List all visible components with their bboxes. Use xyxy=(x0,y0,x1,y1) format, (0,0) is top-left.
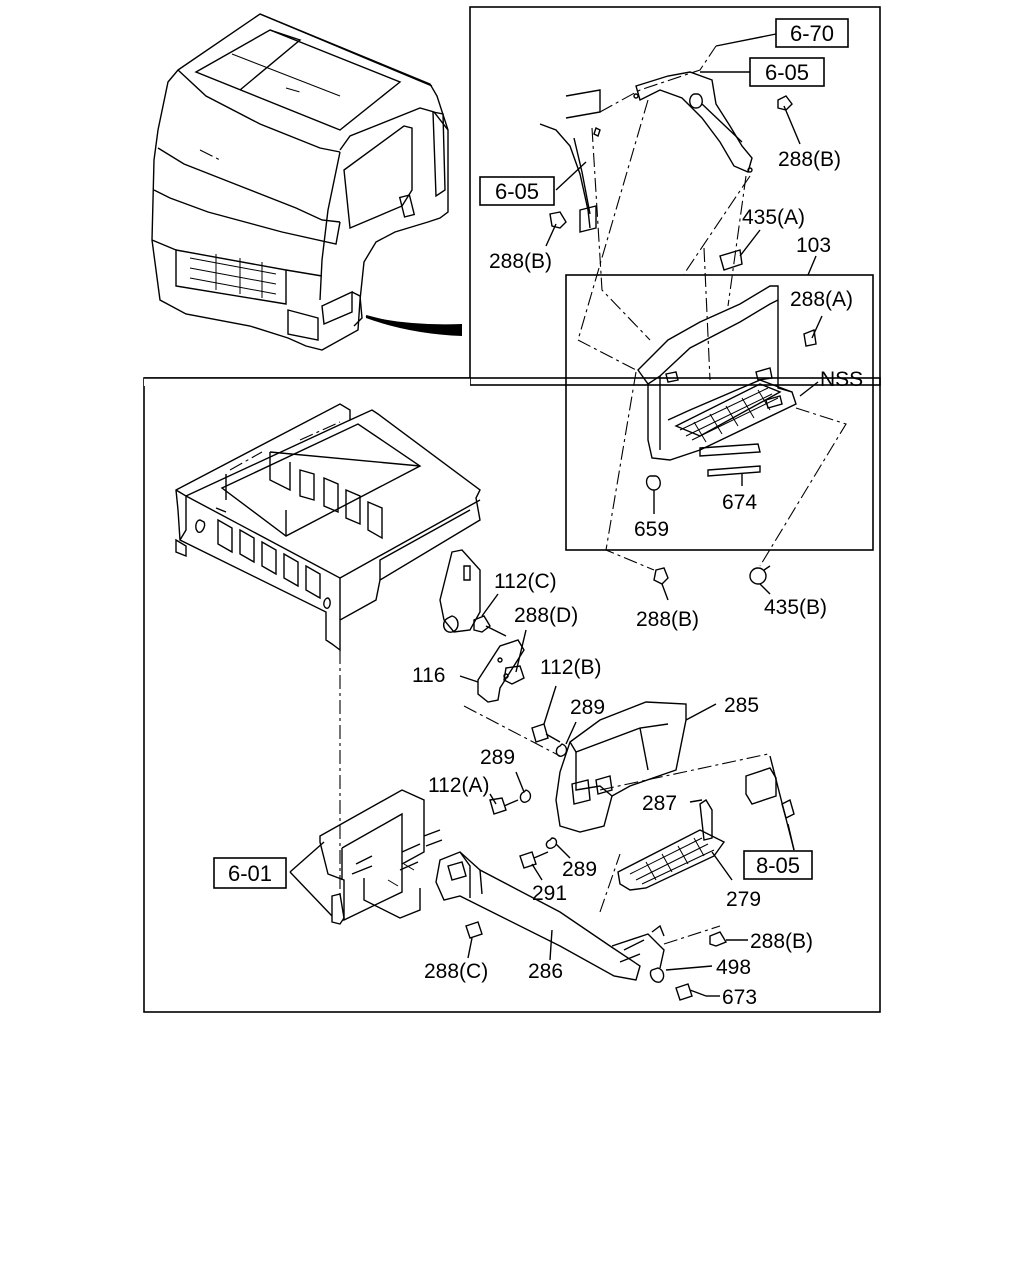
truck-cab-drawing xyxy=(151,13,463,351)
ref-box-6-01[interactable]: 6-01 xyxy=(213,857,287,889)
part-287-label: 287 xyxy=(642,792,677,815)
part-116-label: 116 xyxy=(412,664,445,687)
ref-box-6-70[interactable]: 6-70 xyxy=(775,18,849,48)
part-435a-label: 435(A) xyxy=(742,206,805,229)
part-289-left-label: 289 xyxy=(480,746,515,769)
part-288a-label: 288(A) xyxy=(790,288,853,311)
part-288d-label: 288(D) xyxy=(514,604,578,627)
part-289-upper-label: 289 xyxy=(570,696,605,719)
upper-right-panel-frame xyxy=(469,6,881,386)
main-panel-frame xyxy=(143,377,881,1013)
part-112c-label: 112(C) xyxy=(494,570,557,593)
ref-6-05-upper-label: 6-05 xyxy=(765,60,809,85)
step-assembly-subframe xyxy=(565,274,874,551)
part-285-label: 285 xyxy=(724,694,759,717)
upper-bracket-drawing xyxy=(539,45,793,233)
lower-step-assembly-drawing xyxy=(319,615,795,1001)
part-279-label: 279 xyxy=(726,888,761,911)
ref-6-01-label: 6-01 xyxy=(228,861,272,886)
leader-lines xyxy=(289,33,823,997)
part-659-label: 659 xyxy=(634,518,669,541)
part-112b-label: 112(B) xyxy=(540,656,601,679)
part-288b-lower-label: 288(B) xyxy=(750,930,813,953)
part-288c-label: 288(C) xyxy=(424,960,488,983)
part-291-label: 291 xyxy=(532,882,567,905)
ref-box-8-05[interactable]: 8-05 xyxy=(743,850,813,880)
ref-box-6-05-lower[interactable]: 6-05 xyxy=(479,176,555,206)
part-112a-label: 112(A) xyxy=(428,774,489,797)
part-labels: 6-70 6-05 288(B) 6-05 288(B) 435(A) 103 … xyxy=(213,18,863,1009)
part-103-label: 103 xyxy=(796,234,831,257)
part-674-label: 674 xyxy=(722,491,757,514)
ref-8-05-label: 8-05 xyxy=(756,853,800,878)
chassis-frame-drawing xyxy=(175,403,481,652)
part-nss-label: NSS xyxy=(820,368,863,391)
part-498-label: 498 xyxy=(716,956,751,979)
part-673-label: 673 xyxy=(722,986,757,1009)
panel-frames xyxy=(143,6,881,1013)
ref-6-70-label: 6-70 xyxy=(790,21,834,46)
part-288b-left-label: 288(B) xyxy=(489,250,552,273)
part-286-label: 286 xyxy=(528,960,563,983)
part-435b-label: 435(B) xyxy=(764,596,827,619)
part-288b-mid-label: 288(B) xyxy=(636,608,699,631)
step-assembly-103-drawing xyxy=(577,99,847,585)
ref-6-05-lower-label: 6-05 xyxy=(495,179,539,204)
part-289-lower-label: 289 xyxy=(562,858,597,881)
ref-box-6-05-upper[interactable]: 6-05 xyxy=(749,57,825,87)
part-288b-upper-label: 288(B) xyxy=(778,148,841,171)
